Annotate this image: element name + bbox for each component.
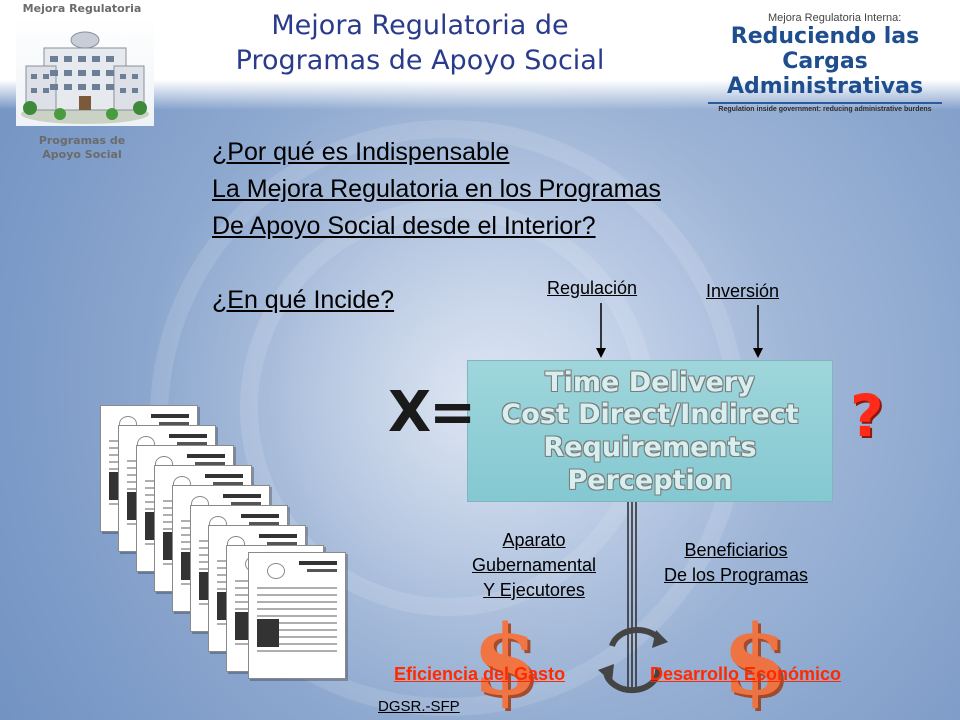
- left-branch-label: Aparato Gubernamental Y Ejecutores: [452, 528, 616, 603]
- logo-right-tagline: Regulation inside government: reducing a…: [718, 106, 932, 113]
- right-branch-line-1: Beneficiarios: [684, 540, 788, 560]
- label-inversion: Inversión: [706, 281, 780, 301]
- question-line-3: De Apoyo Social desde el Interior?: [212, 212, 596, 240]
- factor-requirements: Requirements: [543, 432, 757, 463]
- logo-right-divider: [708, 102, 942, 104]
- document-page: [248, 552, 346, 679]
- factor-time-delivery: Time Delivery: [545, 367, 755, 398]
- logo-right-big-line-1: Reduciendo las Cargas: [730, 24, 920, 74]
- left-branch-line-2: Gubernamental: [471, 555, 597, 575]
- label-regulacion: Regulación: [547, 278, 638, 298]
- left-branch-line-3: Y Ejecutores: [483, 580, 585, 600]
- desarrollo-label: Desarrollo Económico: [650, 664, 842, 684]
- arrow-regulacion: [596, 303, 606, 358]
- logo-right-small-line: Mejora Regulatoria Interna:: [768, 12, 902, 24]
- slide-title-line-2: Programas de Apoyo Social: [235, 45, 605, 76]
- question-line-1: ¿Por qué es Indispensable: [212, 138, 510, 166]
- eficiencia-label: Eficiencia del Gasto: [394, 664, 566, 684]
- logo-left: Mejora Regulatoria Programas de Apoyo So…: [6, 0, 158, 172]
- incide-question: ¿En qué Incide?: [212, 286, 395, 314]
- factors-box: Time Delivery Cost Direct/Indirect Requi…: [467, 360, 833, 502]
- header-band: [0, 0, 960, 110]
- question-mark: ?: [850, 382, 884, 450]
- logo-left-top-caption: Mejora Regulatoria: [22, 2, 142, 15]
- factor-cost: Cost Direct/Indirect: [501, 399, 799, 430]
- logo-right: Mejora Regulatoria Interna: Reduciendo l…: [700, 12, 950, 113]
- government-building-icon: [16, 18, 154, 126]
- x-equals: X=: [388, 380, 476, 445]
- slide-title: Mejora Regulatoria de Programas de Apoyo…: [170, 8, 670, 78]
- question-text: ¿Por qué es Indispensable La Mejora Regu…: [212, 134, 661, 245]
- vertical-connector: [627, 500, 637, 690]
- left-branch-line-1: Aparato: [502, 530, 566, 550]
- cycle-arrows-icon: [598, 627, 668, 694]
- factor-perception: Perception: [567, 465, 733, 496]
- logo-left-caption-1: Programas de: [38, 134, 126, 147]
- dollar-sign-left: $: [472, 604, 539, 717]
- logo-right-big-line-2: Administrativas: [726, 74, 924, 99]
- logo-left-caption-2: Apoyo Social: [42, 148, 122, 161]
- slide-title-line-1: Mejora Regulatoria de: [271, 10, 569, 41]
- right-branch-label: Beneficiarios De los Programas: [636, 538, 836, 588]
- footer-credit: DGSR.-SFP: [378, 698, 460, 715]
- arrow-inversion: [753, 305, 763, 358]
- dollar-sign-right: $: [722, 604, 789, 717]
- question-line-2: La Mejora Regulatoria en los Programas: [212, 175, 661, 203]
- right-branch-line-2: De los Programas: [663, 565, 809, 585]
